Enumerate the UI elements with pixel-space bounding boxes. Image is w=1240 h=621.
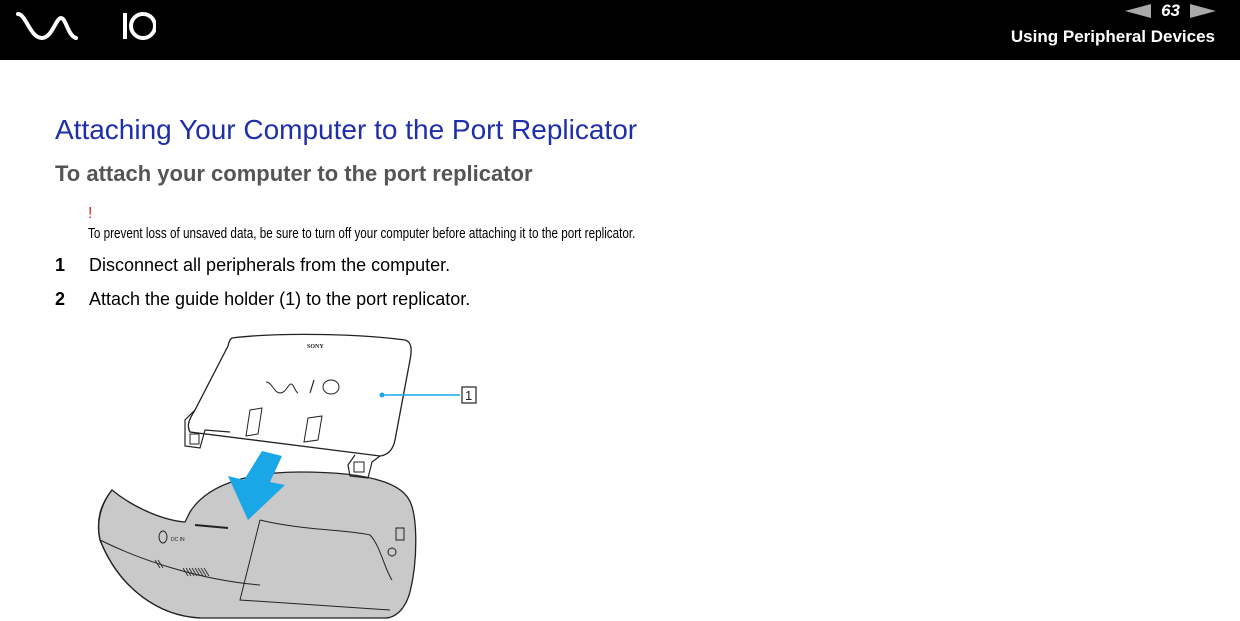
- svg-text:SONY: SONY: [307, 344, 324, 350]
- triangle-left-icon[interactable]: [1125, 4, 1152, 18]
- callout-dot: [379, 392, 385, 398]
- callout-label: 1: [465, 388, 472, 403]
- svg-text:DC IN: DC IN: [171, 537, 185, 543]
- step-number: 1: [55, 255, 66, 275]
- page-number: 63: [1161, 1, 1180, 20]
- port-replicator-icon: DC IN: [97, 471, 417, 619]
- caution-text: To prevent loss of unsaved data, be sure…: [88, 225, 636, 242]
- guide-holder-icon: SONY: [184, 333, 412, 479]
- page-title: Attaching Your Computer to the Port Repl…: [55, 114, 638, 145]
- step-number: 2: [55, 289, 66, 309]
- callout-box: [461, 386, 477, 404]
- step-item: 1 Disconnect all peripherals from the co…: [55, 255, 450, 276]
- page-navigator: 63: [1125, 0, 1216, 22]
- step-text: Attach the guide holder (1) to the port …: [89, 289, 471, 309]
- vaio-logo: [16, 12, 156, 41]
- section-title: Using Peripheral Devices: [1010, 27, 1215, 46]
- caution-icon: !: [88, 205, 93, 222]
- header-bar: 63 Using Peripheral Devices: [0, 0, 1240, 60]
- step-item: 2 Attach the guide holder (1) to the por…: [55, 289, 470, 310]
- step-text: Disconnect all peripherals from the comp…: [89, 255, 451, 275]
- port-replicator-illustration: DC IN SONY 1: [97, 333, 477, 619]
- procedure-subtitle: To attach your computer to the port repl…: [55, 161, 533, 186]
- arrow-down-icon: [228, 451, 285, 520]
- triangle-right-icon[interactable]: [1190, 4, 1216, 18]
